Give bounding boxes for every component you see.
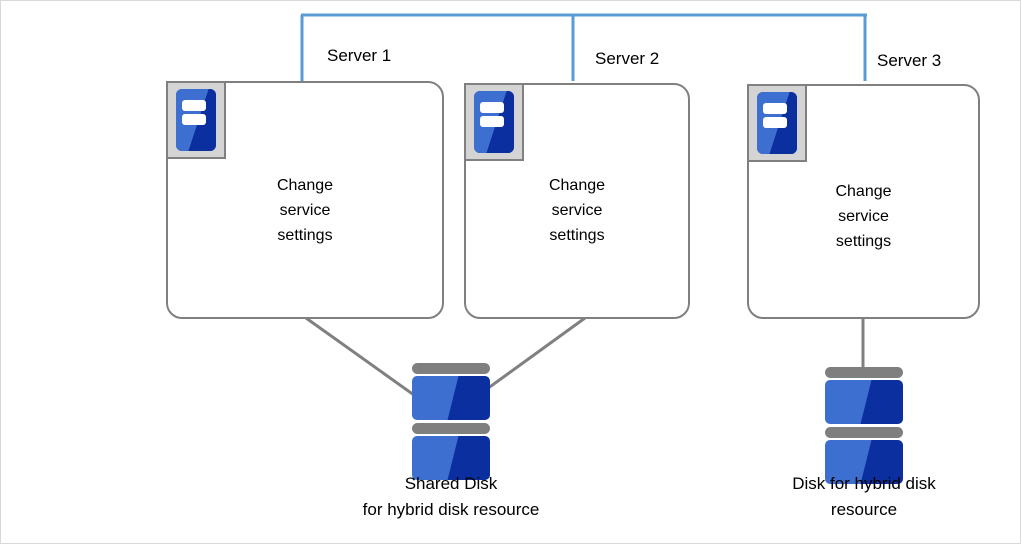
server-icon-bar-top	[762, 102, 788, 114]
server-icon-bar-bottom	[181, 113, 207, 125]
server-box-3[interactable]: Change service settings	[747, 84, 980, 319]
disk-body-bottom	[825, 440, 903, 484]
server-icon-bar-top	[181, 99, 207, 111]
disk-cap-bottom	[412, 423, 490, 434]
server-icon-glyph	[176, 89, 216, 151]
shared-disk-graphic[interactable]	[412, 363, 490, 480]
server-icon-bar-bottom	[479, 115, 505, 127]
disk-cap-bottom	[825, 427, 903, 438]
server-label-1: Server 1	[327, 46, 392, 65]
disk-body-top	[412, 376, 490, 420]
disk-cap-top	[412, 363, 490, 374]
server-label-3: Server 3	[877, 51, 942, 70]
disk-body-bottom	[412, 436, 490, 480]
server-icon-bar-bottom	[762, 116, 788, 128]
server-box-1[interactable]: Change service settings	[166, 81, 444, 319]
server-label-2: Server 2	[595, 49, 660, 68]
server-box-2[interactable]: Change service settings	[464, 83, 690, 319]
server-body-text-3: Change service settings	[835, 183, 892, 250]
shared-disk-caption: Shared Disk for hybrid disk resource	[362, 474, 540, 519]
server-icon	[747, 84, 807, 162]
server-icon-glyph	[757, 92, 797, 154]
server-icon-bar-top	[479, 101, 505, 113]
server-body-text-1: Change service settings	[276, 177, 334, 244]
server-icon	[166, 81, 226, 159]
server-body-text-2: Change service settings	[548, 177, 606, 244]
disk-body-top	[825, 380, 903, 424]
server-icon-glyph	[474, 91, 514, 153]
hybrid-disk-graphic[interactable]	[825, 367, 903, 484]
hybrid-disk-caption: Disk for hybrid disk resource	[792, 474, 936, 519]
disk-cap-top	[825, 367, 903, 378]
server-icon	[464, 83, 524, 161]
